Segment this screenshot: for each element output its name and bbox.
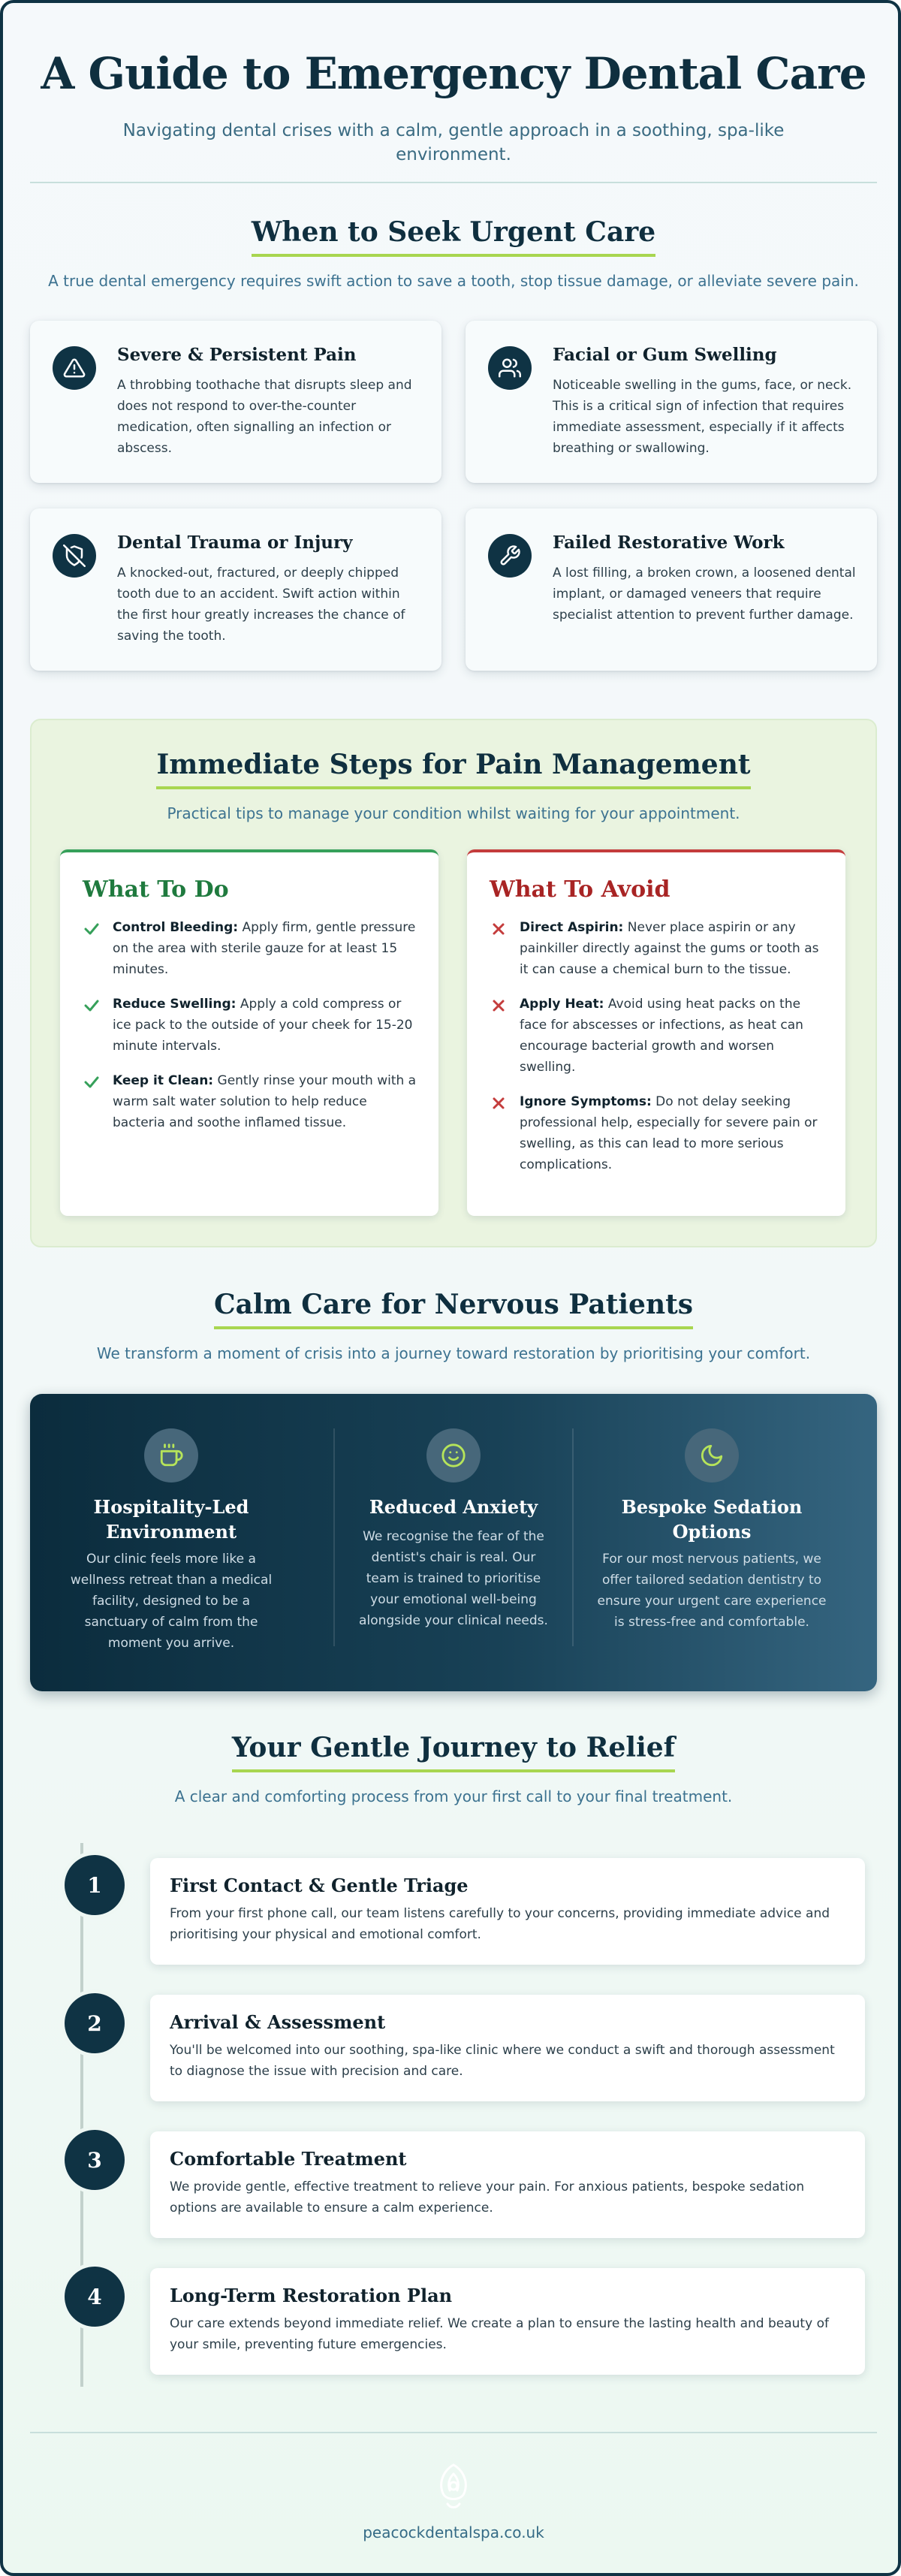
item-text: Avoid using heat packs on the face for a… bbox=[520, 997, 803, 1075]
moon-icon bbox=[685, 1428, 739, 1483]
wrench-icon bbox=[488, 534, 532, 578]
step-text: You'll be welcomed into our soothing, sp… bbox=[170, 2043, 835, 2079]
hero: A Guide to Emergency Dental Care Navigat… bbox=[3, 48, 898, 167]
coffee-cup-icon bbox=[144, 1428, 198, 1483]
card-text: A knocked-out, fractured, or deeply chip… bbox=[117, 566, 405, 644]
calm-intro: We transform a moment of crisis into a j… bbox=[96, 1344, 811, 1362]
pain-management-panel: Immediate Steps for Pain Management Prac… bbox=[30, 719, 877, 1247]
check-icon bbox=[84, 1000, 99, 1012]
step-text: From your first phone call, our team lis… bbox=[170, 1906, 830, 1942]
urgent-section-header: When to Seek Urgent Care A true dental e… bbox=[3, 216, 898, 290]
item-text: Apply a cold compress or ice pack to the… bbox=[113, 997, 413, 1054]
shield-off-icon bbox=[53, 534, 96, 578]
what-to-do-list: Control Bleeding: Apply firm, gentle pre… bbox=[83, 917, 420, 1147]
step-number: 1 bbox=[65, 1855, 125, 1915]
divider bbox=[30, 182, 877, 183]
urgent-title: When to Seek Urgent Care bbox=[251, 216, 656, 257]
calm-col-hospitality: Hospitality-Led Environment Our clinic f… bbox=[68, 1394, 275, 1691]
steps-intro: Practical tips to manage your condition … bbox=[167, 804, 740, 822]
calm-col-title: Reduced Anxiety bbox=[369, 1496, 538, 1518]
card-text: A lost filling, a broken crown, a loosen… bbox=[553, 566, 856, 623]
steps-header: Immediate Steps for Pain Management Prac… bbox=[32, 749, 875, 822]
journey-step-card: Arrival & Assessment You'll be welcomed … bbox=[150, 1995, 865, 2101]
step-title: Comfortable Treatment bbox=[170, 2148, 407, 2170]
list-item: Ignore Symptoms: Do not delay seeking pr… bbox=[490, 1091, 827, 1175]
what-to-avoid-card: What To Avoid Direct Aspirin: Never plac… bbox=[467, 849, 845, 1216]
calm-title: Calm Care for Nervous Patients bbox=[213, 1289, 694, 1329]
cross-icon bbox=[493, 923, 505, 935]
check-icon bbox=[84, 1076, 99, 1088]
item-text: Do not delay seeking professional help, … bbox=[520, 1094, 818, 1172]
item-label: Ignore Symptoms: bbox=[520, 1094, 652, 1109]
list-item: Direct Aspirin: Never place aspirin or a… bbox=[490, 917, 827, 980]
footer-divider bbox=[30, 2432, 877, 2433]
smile-icon bbox=[426, 1428, 481, 1483]
cross-icon bbox=[493, 1000, 505, 1012]
urgent-card-pain: Severe & Persistent Pain A throbbing too… bbox=[30, 321, 441, 483]
calm-col-sedation: Bespoke Sedation Options For our most ne… bbox=[595, 1394, 829, 1691]
card-title: Severe & Persistent Pain bbox=[117, 345, 357, 365]
step-title: First Contact & Gentle Triage bbox=[170, 1875, 469, 1896]
step-title: Long-Term Restoration Plan bbox=[170, 2285, 453, 2306]
step-number: 3 bbox=[65, 2130, 125, 2190]
urgent-card-swelling: Facial or Gum Swelling Noticeable swelli… bbox=[466, 321, 877, 483]
calm-col-title: Bespoke Sedation Options bbox=[621, 1496, 803, 1543]
journey-section-header: Your Gentle Journey to Relief A clear an… bbox=[3, 1732, 898, 1805]
urgent-card-restorative: Failed Restorative Work A lost filling, … bbox=[466, 508, 877, 671]
step-number: 4 bbox=[65, 2267, 125, 2327]
card-text: A throbbing toothache that disrupts slee… bbox=[117, 378, 412, 456]
website-link[interactable]: peacockdentalspa.co.uk bbox=[363, 2523, 544, 2541]
cross-icon bbox=[493, 1097, 505, 1109]
calm-col-title: Hospitality-Led Environment bbox=[93, 1496, 249, 1543]
check-icon bbox=[84, 923, 99, 935]
item-label: Reduce Swelling: bbox=[113, 997, 237, 1012]
list-item: Keep it Clean: Gently rinse your mouth w… bbox=[83, 1070, 420, 1133]
card-text: Noticeable swelling in the gums, face, o… bbox=[553, 378, 852, 456]
list-item: Reduce Swelling: Apply a cold compress o… bbox=[83, 994, 420, 1057]
column-divider bbox=[333, 1428, 335, 1646]
page-title: A Guide to Emergency Dental Care bbox=[41, 48, 866, 99]
item-label: Control Bleeding: bbox=[113, 920, 239, 935]
people-icon bbox=[488, 346, 532, 390]
warning-triangle-icon bbox=[53, 346, 96, 390]
card-title: Facial or Gum Swelling bbox=[553, 345, 777, 365]
calm-col-text: Our clinic feels more like a wellness re… bbox=[70, 1552, 273, 1651]
list-item: Apply Heat: Avoid using heat packs on th… bbox=[490, 994, 827, 1078]
journey-title: Your Gentle Journey to Relief bbox=[231, 1732, 676, 1772]
calm-col-text: For our most nervous patients, we offer … bbox=[597, 1552, 827, 1630]
list-item: Control Bleeding: Apply firm, gentle pre… bbox=[83, 917, 420, 980]
calm-col-anxiety: Reduced Anxiety We recognise the fear of… bbox=[353, 1394, 554, 1691]
step-number: 2 bbox=[65, 1993, 125, 2053]
journey-intro: A clear and comforting process from your… bbox=[174, 1787, 733, 1805]
what-to-avoid-title: What To Avoid bbox=[490, 876, 670, 903]
step-title: Arrival & Assessment bbox=[170, 2011, 386, 2033]
journey-step-card: First Contact & Gentle Triage From your … bbox=[150, 1858, 865, 1965]
item-text: Gently rinse your mouth with a warm salt… bbox=[113, 1073, 417, 1130]
peacock-logo-icon bbox=[429, 2460, 478, 2514]
what-to-avoid-list: Direct Aspirin: Never place aspirin or a… bbox=[490, 917, 827, 1189]
page-subtitle: Navigating dental crises with a calm, ge… bbox=[122, 121, 785, 164]
step-text: We provide gentle, effective treatment t… bbox=[170, 2179, 805, 2216]
what-to-do-card: What To Do Control Bleeding: Apply firm,… bbox=[60, 849, 438, 1216]
timeline-line bbox=[80, 1843, 83, 2387]
journey-step-card: Comfortable Treatment We provide gentle,… bbox=[150, 2131, 865, 2238]
calm-section-header: Calm Care for Nervous Patients We transf… bbox=[3, 1289, 898, 1362]
item-label: Direct Aspirin: bbox=[520, 920, 624, 935]
calm-col-text: We recognise the fear of the dentist's c… bbox=[359, 1529, 548, 1628]
urgent-intro: A true dental emergency requires swift a… bbox=[48, 272, 859, 290]
item-label: Keep it Clean: bbox=[113, 1073, 214, 1088]
item-label: Apply Heat: bbox=[520, 997, 604, 1012]
steps-title: Immediate Steps for Pain Management bbox=[156, 749, 751, 789]
column-divider bbox=[572, 1428, 574, 1646]
calm-care-banner: Hospitality-Led Environment Our clinic f… bbox=[30, 1394, 877, 1691]
card-title: Failed Restorative Work bbox=[553, 532, 785, 553]
item-text: Never place aspirin or any painkiller di… bbox=[520, 920, 819, 977]
urgent-card-trauma: Dental Trauma or Injury A knocked-out, f… bbox=[30, 508, 441, 671]
what-to-do-title: What To Do bbox=[83, 876, 229, 903]
card-title: Dental Trauma or Injury bbox=[117, 532, 353, 553]
journey-step-card: Long-Term Restoration Plan Our care exte… bbox=[150, 2268, 865, 2375]
item-text: Apply firm, gentle pressure on the area … bbox=[113, 920, 416, 977]
step-text: Our care extends beyond immediate relief… bbox=[170, 2316, 829, 2352]
